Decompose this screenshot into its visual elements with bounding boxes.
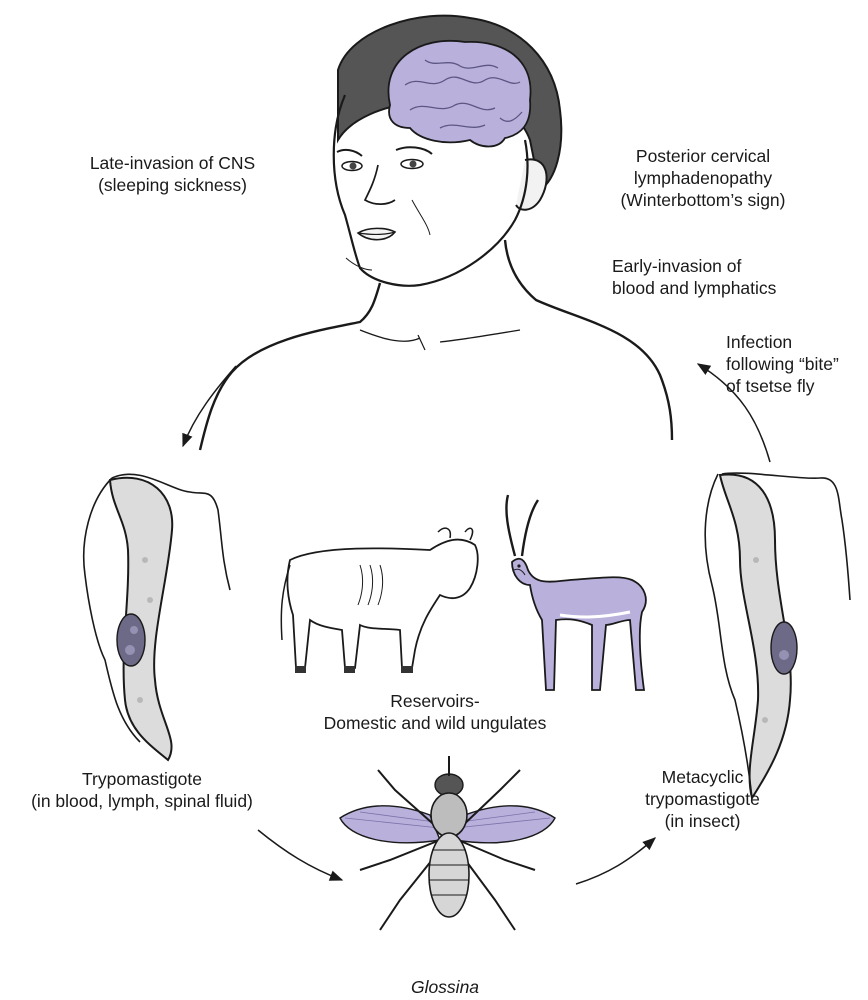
cycle-arrow-icon — [258, 830, 342, 880]
label-infection-bite: Infection following “bite” of tsetse fly — [726, 331, 866, 397]
label-line: Domestic and wild ungulates — [295, 712, 575, 734]
label-line: (Winterbottom’s sign) — [590, 189, 816, 211]
label-line: Late-invasion of CNS — [60, 152, 285, 174]
trypomastigote-icon — [84, 474, 230, 760]
cow-icon — [281, 528, 477, 673]
cycle-arrow-icon — [576, 838, 655, 884]
label-line: (sleeping sickness) — [60, 174, 285, 196]
label-trypomastigote: Trypomastigote (in blood, lymph, spinal … — [2, 768, 282, 812]
label-line: lymphadenopathy — [590, 167, 816, 189]
label-late-invasion-cns: Late-invasion of CNS (sleeping sickness) — [60, 152, 285, 196]
label-line: Early-invasion of — [612, 255, 822, 277]
label-winterbottom-sign: Posterior cervical lymphadenopathy (Wint… — [590, 145, 816, 211]
label-glossina: Glossina — [370, 976, 520, 998]
label-line: blood and lymphatics — [612, 277, 822, 299]
label-line: trypomastigote — [620, 788, 785, 810]
label-line: (in insect) — [620, 810, 785, 832]
label-early-invasion: Early-invasion of blood and lymphatics — [612, 255, 822, 299]
label-line: of tsetse fly — [726, 375, 866, 397]
label-line: Posterior cervical — [590, 145, 816, 167]
tsetse-fly-icon — [340, 756, 555, 930]
label-line: (in blood, lymph, spinal fluid) — [2, 790, 282, 812]
label-line: Reservoirs- — [295, 690, 575, 712]
metacyclic-trypomastigote-icon — [705, 473, 850, 798]
brain-icon — [388, 41, 530, 147]
label-line: Trypomastigote — [2, 768, 282, 790]
label-line: following “bite” — [726, 353, 866, 375]
label-line: Metacyclic — [620, 766, 785, 788]
gazelle-icon — [506, 495, 645, 690]
label-metacyclic-trypomastigote: Metacyclic trypomastigote (in insect) — [620, 766, 785, 832]
label-reservoirs: Reservoirs- Domestic and wild ungulates — [295, 690, 575, 734]
label-line: Infection — [726, 331, 866, 353]
